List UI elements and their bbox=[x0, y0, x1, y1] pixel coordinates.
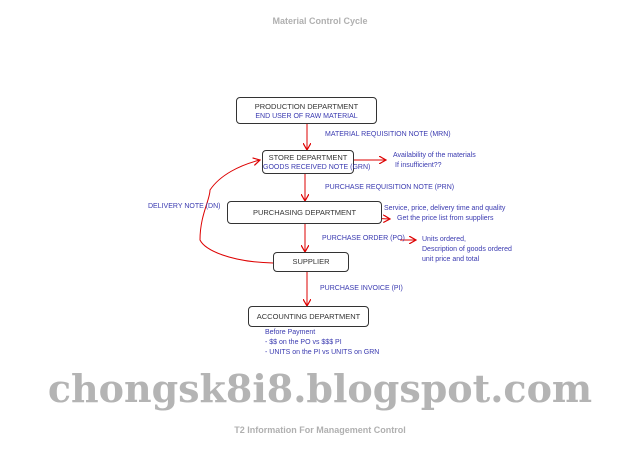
note-line: If insufficient?? bbox=[395, 162, 442, 169]
node-sub: GOODS RECEIVED NOTE (GRN) bbox=[263, 164, 371, 171]
node-sub: END USER OF RAW MATERIAL bbox=[255, 113, 358, 120]
node-store: STORE DEPARTMENT GOODS RECEIVED NOTE (GR… bbox=[262, 150, 371, 174]
node-label: STORE DEPARTMENT bbox=[268, 153, 348, 162]
note-line: Availability of the materials bbox=[393, 152, 476, 159]
note-purchasing: Service, price, delivery time and qualit… bbox=[384, 204, 505, 224]
note-line: Description of goods ordered bbox=[422, 246, 512, 253]
edge-label-pi: PURCHASE INVOICE (PI) bbox=[320, 285, 403, 292]
node-accounting: ACCOUNTING DEPARTMENT bbox=[248, 306, 369, 327]
edge-label-prn: PURCHASE REQUISITION NOTE (PRN) bbox=[325, 184, 455, 191]
note-line: Units ordered, bbox=[422, 236, 466, 243]
node-production: PRODUCTION DEPARTMENT END USER OF RAW MA… bbox=[236, 97, 377, 124]
note-line: - $$ on the PO vs $$$ PI bbox=[265, 339, 342, 346]
node-supplier: SUPPLIER bbox=[273, 252, 349, 272]
node-purchasing: PURCHASING DEPARTMENT bbox=[227, 201, 382, 224]
node-label: SUPPLIER bbox=[292, 257, 330, 266]
note-line: - UNITS on the PI vs UNITS on GRN bbox=[265, 349, 380, 356]
note-line: Service, price, delivery time and qualit… bbox=[384, 205, 506, 212]
note-line: unit price and total bbox=[422, 256, 480, 263]
edge-label-mrn: MATERIAL REQUISITION NOTE (MRN) bbox=[325, 131, 451, 138]
note-accounting: Before Payment - $$ on the PO vs $$$ PI … bbox=[265, 328, 379, 358]
node-label: PURCHASING DEPARTMENT bbox=[252, 208, 357, 217]
arrow-dn bbox=[199, 160, 274, 264]
note-line: Get the price list from suppliers bbox=[397, 215, 494, 222]
edge-label-dn: DELIVERY NOTE (DN) bbox=[148, 203, 221, 210]
watermark: chongsk8i8.blogspot.com bbox=[47, 366, 593, 411]
footer-title: T2 Information For Management Control bbox=[234, 425, 406, 435]
note-store: Availability of the materials If insuffi… bbox=[393, 151, 476, 171]
note-po: Units ordered, Description of goods orde… bbox=[422, 235, 512, 265]
note-line: Before Payment bbox=[265, 329, 316, 336]
node-label: PRODUCTION DEPARTMENT bbox=[254, 102, 359, 111]
edge-label-po: PURCHASE ORDER (PO) bbox=[322, 235, 405, 242]
node-label: ACCOUNTING DEPARTMENT bbox=[256, 312, 361, 321]
diagram-title: Material Control Cycle bbox=[272, 16, 368, 26]
